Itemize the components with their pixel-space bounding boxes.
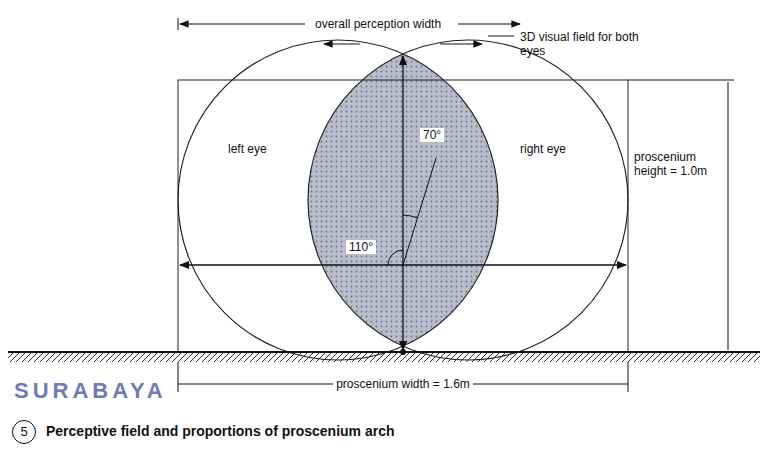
watermark: SURABAYA xyxy=(14,378,167,404)
dimension-label: overall perception width xyxy=(312,17,444,31)
eye-label: left eye xyxy=(228,142,267,156)
angle-label: 110° xyxy=(346,240,376,254)
field-label: 3D visual field for both eyes xyxy=(520,30,650,58)
angle-label: 70° xyxy=(420,128,444,142)
dimension-label: proscenium height = 1.0m xyxy=(634,150,720,178)
eye-label: right eye xyxy=(520,142,566,156)
dimension-label: proscenium width = 1.6m xyxy=(333,377,473,391)
figure-caption: Perceptive field and proportions of pros… xyxy=(46,423,395,439)
callout-number: 5 xyxy=(12,420,36,444)
